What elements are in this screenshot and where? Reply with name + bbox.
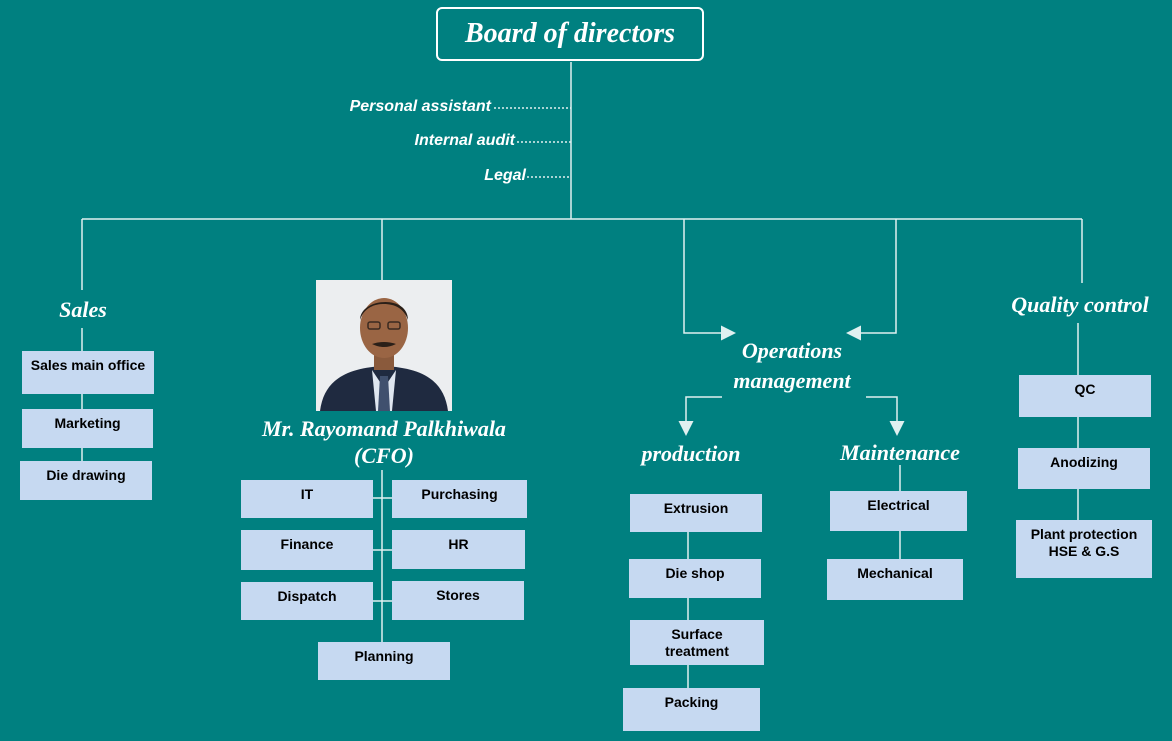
- extrusion-box: Extrusion: [630, 494, 762, 532]
- finance-box: Finance: [241, 530, 373, 570]
- electrical-box: Electrical: [830, 491, 967, 531]
- production-heading: production: [641, 441, 741, 466]
- legal-label: Legal: [484, 167, 526, 184]
- die-shop-box: Die shop: [629, 559, 761, 598]
- operations-heading-line1: Operations: [741, 338, 843, 363]
- stores-box: Stores: [392, 581, 524, 620]
- planning-box: Planning: [318, 642, 450, 680]
- cfo-name-line1: Mr. Rayomand Palkhiwala: [262, 416, 506, 441]
- die-drawing-box: Die drawing: [20, 461, 152, 500]
- anodizing-box: Anodizing: [1018, 448, 1150, 489]
- qc-box: QC: [1019, 375, 1151, 417]
- sales-heading: Sales: [59, 297, 107, 322]
- dispatch-box: Dispatch: [241, 582, 373, 620]
- personal-assistant-label: Personal assistant: [349, 98, 491, 115]
- cfo-name-line2: (CFO): [354, 443, 414, 468]
- quality-control-heading: Quality control: [1011, 292, 1149, 317]
- hr-box: HR: [392, 530, 525, 569]
- surface-treatment-box: Surface treatment: [630, 620, 764, 665]
- mechanical-box: Mechanical: [827, 559, 963, 600]
- operations-heading-line2: management: [733, 368, 851, 393]
- cfo-photo: [316, 280, 452, 411]
- purchasing-box: Purchasing: [392, 480, 527, 518]
- internal-audit-label: Internal audit: [414, 132, 515, 149]
- packing-box: Packing: [623, 688, 760, 731]
- marketing-box: Marketing: [22, 409, 153, 448]
- plant-protection-box: Plant protection HSE & G.S: [1016, 520, 1152, 578]
- maintenance-heading: Maintenance: [840, 440, 960, 465]
- it-box: IT: [241, 480, 373, 518]
- sales-main-office-box: Sales main office: [22, 351, 154, 394]
- board-of-directors-box: Board of directors: [436, 7, 704, 61]
